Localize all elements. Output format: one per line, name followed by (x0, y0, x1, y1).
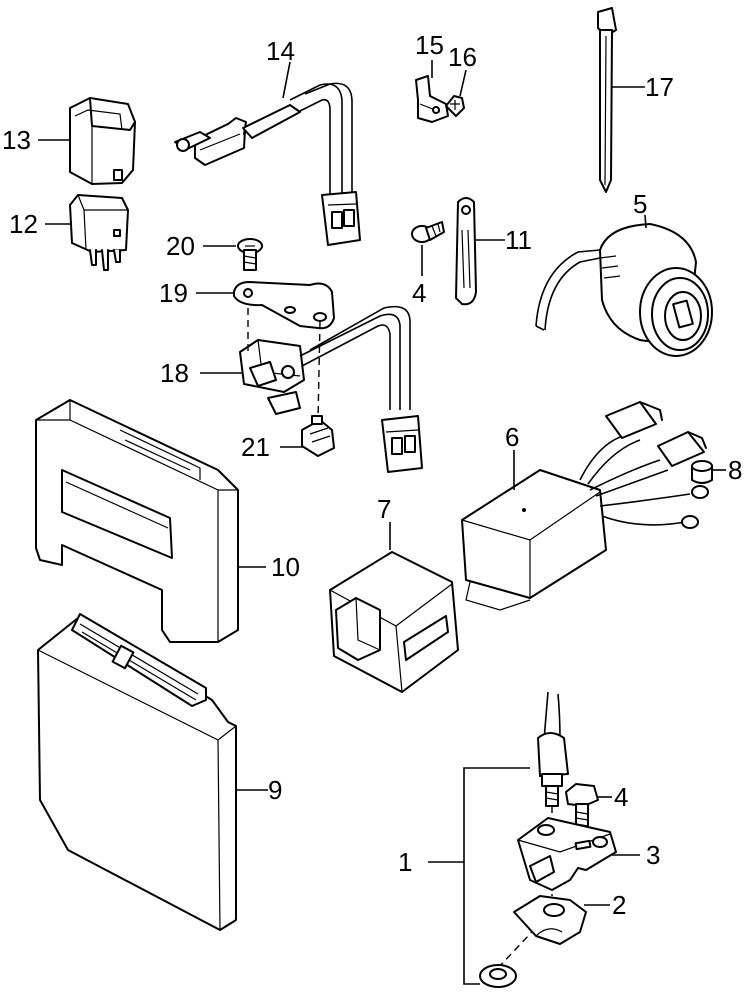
callout-3: 3 (646, 840, 660, 870)
callout-1-bracket (463, 767, 530, 985)
part-12-relay[interactable] (69, 194, 129, 271)
callout-19: 19 (159, 278, 188, 308)
callout-2: 2 (612, 890, 626, 920)
callout-5: 5 (633, 189, 647, 219)
part-19-plate[interactable] (233, 281, 335, 330)
part-15-bracket[interactable] (415, 75, 449, 123)
callout-21: 21 (241, 432, 270, 462)
part-5-ignition-switch[interactable] (535, 223, 713, 357)
callout-17: 17 (645, 72, 674, 102)
part-18-sensor-harness[interactable] (239, 305, 423, 473)
callout-18: 18 (160, 358, 189, 388)
callout-20: 20 (166, 231, 195, 261)
part-13-relay[interactable] (69, 97, 136, 185)
callout-8: 8 (728, 455, 742, 485)
part-4-screw-upper[interactable] (411, 221, 445, 243)
callout-15: 15 (415, 30, 444, 60)
part-6-cdi-unit[interactable] (461, 401, 709, 611)
part-10-cover[interactable] (35, 399, 239, 643)
part-3-bracket[interactable] (517, 817, 617, 891)
part-8-cap[interactable] (691, 460, 713, 484)
callout-6: 6 (505, 422, 519, 452)
callout-11: 11 (505, 225, 532, 255)
part-21-clip[interactable] (301, 415, 335, 457)
part-17-cable-tie[interactable] (597, 7, 617, 193)
part-16-screw[interactable] (445, 95, 465, 117)
callout-10: 10 (271, 552, 300, 582)
callout-1: 1 (398, 847, 412, 877)
washer[interactable] (479, 964, 517, 988)
callout-9: 9 (268, 775, 282, 805)
callout-16: 16 (448, 42, 477, 72)
part-11-strap[interactable] (455, 197, 477, 306)
part-14-switch-harness[interactable] (174, 82, 361, 246)
callout-13: 13 (2, 125, 31, 155)
callout-14: 14 (266, 36, 295, 66)
callout-7: 7 (377, 494, 391, 524)
part-20-screw[interactable] (237, 238, 263, 271)
part-2-cover[interactable] (513, 895, 587, 945)
part-9-control-unit[interactable] (37, 613, 237, 931)
callout-12: 12 (9, 209, 38, 239)
callout-4-lower: 4 (614, 782, 628, 812)
callout-4-upper: 4 (412, 278, 426, 308)
part-7-box-relay[interactable] (329, 551, 459, 693)
